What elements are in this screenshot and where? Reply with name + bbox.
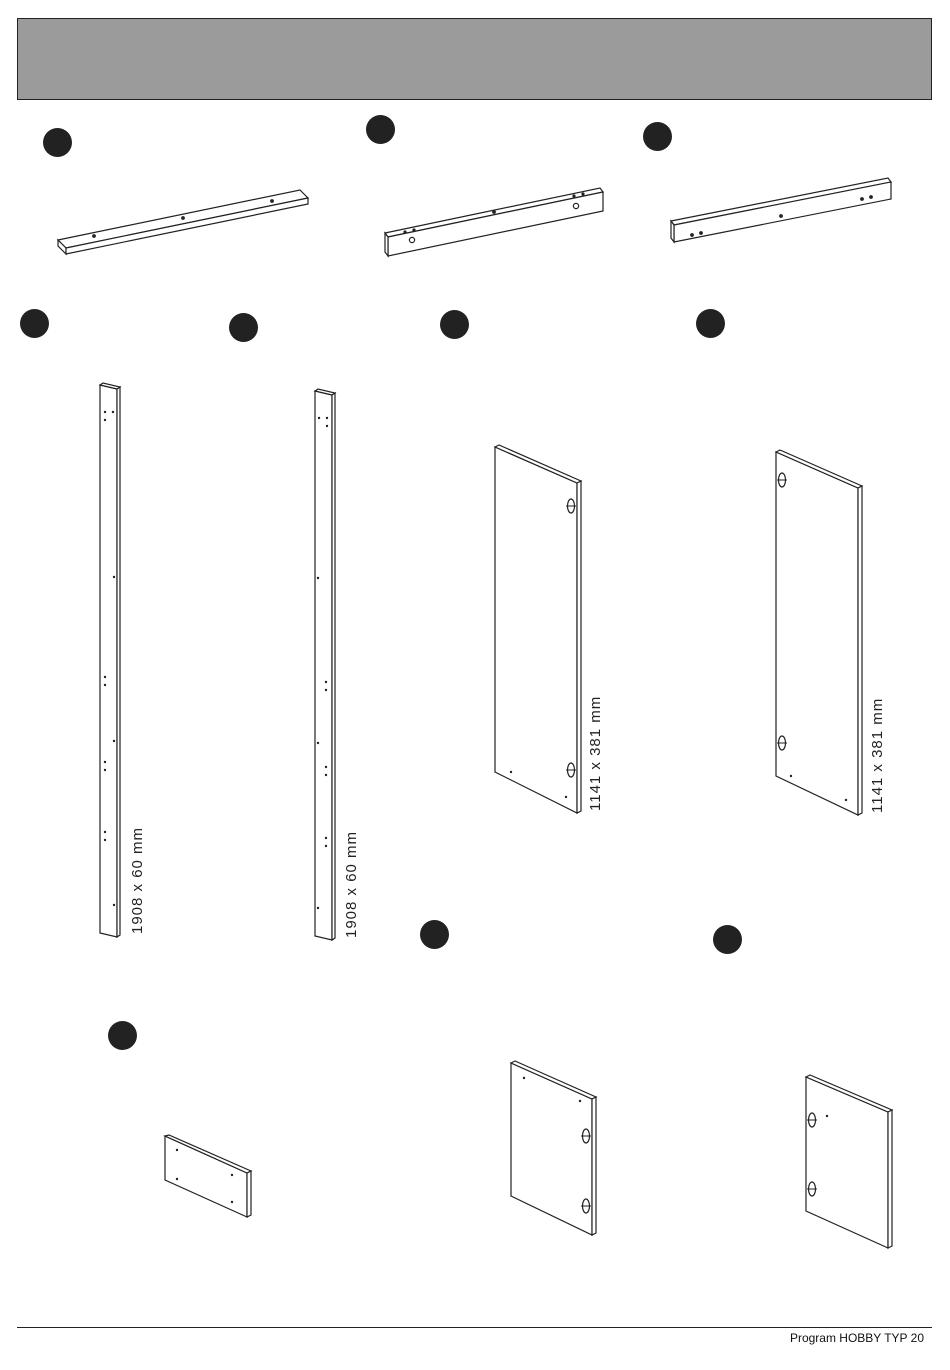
shelf-small-drawing: [165, 1135, 251, 1217]
panel-2-drawing: [776, 450, 862, 815]
panel-1-drawing: [495, 445, 581, 813]
post-1-dimension-label: 1908 x 60 mm: [129, 827, 146, 934]
footer-program-label: Program HOBBY TYP 20: [790, 1331, 924, 1345]
post-1-drawing: [100, 383, 120, 937]
post-2-dimension-label: 1908 x 60 mm: [343, 831, 360, 938]
door-2-drawing: [806, 1075, 892, 1248]
rail-1-drawing: [58, 190, 308, 254]
footer-rule: [17, 1327, 932, 1328]
panel-1-dimension-label: 1141 x 381 mm: [587, 696, 604, 811]
rail-3-drawing: [671, 178, 891, 242]
door-1-drawing: [511, 1061, 596, 1235]
post-2-drawing: [315, 389, 335, 940]
rail-2-drawing: [385, 188, 603, 256]
panel-2-dimension-label: 1141 x 381 mm: [869, 698, 886, 813]
